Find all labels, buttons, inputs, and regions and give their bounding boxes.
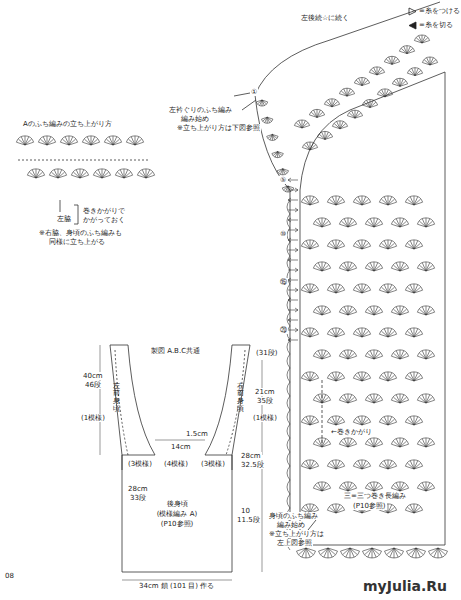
yarn-symbol — [408, 21, 417, 30]
piece-name: 左前身頃 — [113, 383, 120, 414]
note-text: 14cm — [170, 443, 192, 451]
note-text: 左上図参照 — [276, 539, 313, 547]
body-piece: 後身頃(模様編み A)(P10参照) — [122, 455, 232, 572]
note-text: 1.5cm — [185, 430, 209, 438]
note-text: (3模様) — [200, 460, 226, 468]
note-text: (P10参照) — [352, 502, 387, 510]
note-text: 28cm — [127, 485, 149, 493]
note-text: 46段 — [84, 381, 102, 389]
note-text: (1模様) — [252, 414, 278, 422]
note-text: 21cm — [254, 388, 276, 396]
watermark: myJulia.Ru — [362, 578, 448, 594]
piece-name: (P10参照) — [161, 519, 194, 529]
row-number: ⑩ — [279, 230, 287, 238]
note-text: 左後続☆に続く — [300, 14, 350, 22]
note-text: 11.5段 — [236, 516, 261, 524]
note-text: かがっておく — [82, 216, 126, 224]
note-text: 左衿ぐりのふち編み — [168, 106, 233, 114]
note-text: 34cm 鎖 (101 目) 作る — [138, 582, 215, 590]
note-text: (3模様) — [127, 460, 153, 468]
note-text: 三=三つ巻き長編み — [343, 492, 407, 500]
note-text: 35段 — [256, 397, 274, 405]
row-number: ① — [250, 88, 258, 96]
row-number: ⑤ — [279, 176, 287, 184]
front-piece: 右前身頃 — [234, 368, 246, 428]
legend-row: =糸をつける — [408, 6, 460, 16]
front-piece: 左前身頃 — [110, 368, 122, 428]
piece-name: 後身頃 — [167, 499, 188, 509]
note-text: 巻きかがりで — [82, 207, 126, 215]
legend-text: =糸を切る — [419, 20, 453, 30]
piece-name: 右前身頃 — [237, 383, 244, 414]
note-text: ※右脇、身頃のふち編みも — [38, 229, 123, 237]
note-text: (31段) — [255, 349, 278, 357]
note-text: 製図 A.B.C共通 — [150, 347, 201, 355]
row-number: ⑮ — [279, 278, 288, 286]
note-text: 編み始め — [276, 521, 306, 529]
note-text: 編み始め — [180, 115, 210, 123]
note-text: 40cm — [82, 372, 104, 380]
note-text: 10 — [240, 507, 251, 515]
note-text: (4模様) — [163, 460, 189, 468]
note-text: 08 — [4, 572, 15, 580]
legend-row: =糸を切る — [408, 20, 453, 30]
piece-name: (模様編み A) — [157, 509, 197, 519]
legend-text: =糸をつける — [419, 6, 460, 16]
note-text: 28cm — [240, 452, 262, 460]
note-text: 身頃のふち編み — [268, 512, 319, 520]
row-number: ⑳ — [279, 326, 288, 334]
note-text: 同様に立ち上がる — [48, 238, 106, 246]
yarn-symbol — [408, 7, 417, 16]
note-text: Aのふち編みの立ち上がり方 — [22, 120, 113, 128]
note-text: (1模様) — [80, 414, 106, 422]
note-text: 33段 — [129, 494, 147, 502]
note-text: ←巻きかがり — [330, 428, 373, 436]
note-text: 32.5段 — [240, 461, 265, 469]
note-text: ※立ち上がり方は — [268, 530, 325, 538]
note-text: ※立ち上がり方は下図参照 — [176, 124, 261, 132]
note-text: 左脇 — [56, 215, 72, 223]
